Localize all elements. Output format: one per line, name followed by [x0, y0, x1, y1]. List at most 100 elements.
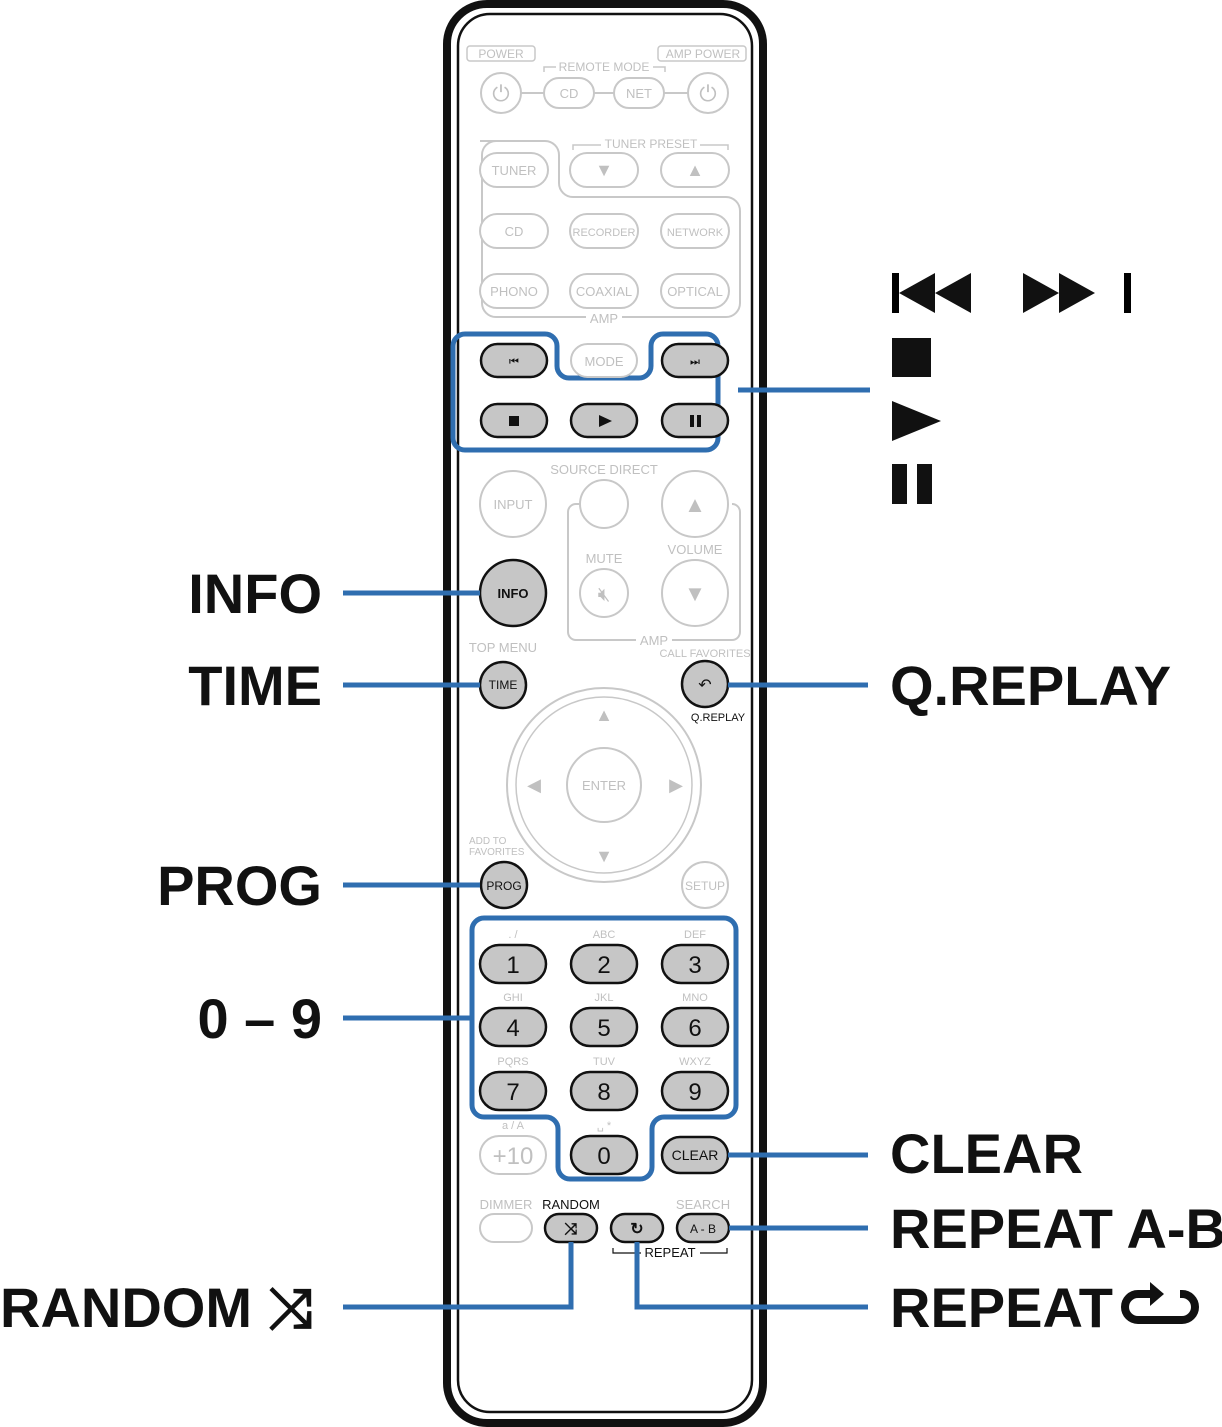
remote-inner-outline	[456, 12, 754, 1414]
volume-label: VOLUME	[668, 542, 723, 557]
q-replay-button[interactable]: ↶	[680, 659, 730, 709]
skip-back-icon: ⏮	[509, 356, 519, 368]
mute-button[interactable]: 🔇︎	[579, 568, 629, 618]
random-label: RANDOM	[542, 1197, 600, 1212]
svg-text:0: 0	[597, 1143, 610, 1170]
svg-text:+10: +10	[493, 1143, 534, 1170]
tuner-button[interactable]: TUNER	[479, 152, 549, 188]
svg-text:INFO: INFO	[497, 586, 528, 601]
svg-text:CLEAR: CLEAR	[672, 1147, 719, 1163]
source-direct-button[interactable]	[579, 479, 629, 529]
network-button[interactable]: NETWORK	[660, 213, 730, 249]
add-to-label: ADD TO	[469, 836, 507, 847]
volume-down-button[interactable]: ▼	[661, 559, 729, 627]
power-label: POWER	[478, 47, 524, 61]
key-4[interactable]: 4	[478, 1006, 548, 1048]
repeat-ab-button[interactable]: A - B	[675, 1212, 731, 1244]
random-button[interactable]: ⤨	[543, 1212, 599, 1244]
plus10-button[interactable]: +10	[479, 1135, 547, 1175]
callout-random: RANDOM	[0, 1276, 252, 1339]
amp-power-button[interactable]: ⏻	[687, 72, 729, 114]
tuner-preset-down-button[interactable]: ▼	[569, 152, 639, 188]
remote-mode-net-button[interactable]: NET	[613, 77, 665, 109]
time-button[interactable]: TIME	[478, 660, 528, 710]
stop-icon	[892, 338, 931, 377]
svg-text:TIME: TIME	[489, 678, 518, 692]
volume-up-button[interactable]: ▲	[661, 470, 729, 538]
key-0[interactable]: 0	[569, 1134, 639, 1176]
svg-text:7: 7	[506, 1079, 519, 1106]
recorder-button[interactable]: RECORDER	[569, 213, 639, 249]
prog-button[interactable]: PROG	[479, 860, 529, 910]
setup-button[interactable]: SETUP	[681, 861, 729, 909]
cd-button[interactable]: CD	[479, 213, 549, 249]
svg-text:CD: CD	[560, 86, 579, 101]
svg-text:NET: NET	[626, 86, 652, 101]
callout-info: INFO	[188, 562, 322, 625]
skip-back-icon	[892, 273, 971, 313]
svg-text:PROG: PROG	[486, 879, 521, 893]
digits-highlight	[469, 915, 739, 1182]
svg-text:1: 1	[506, 952, 519, 979]
key-3[interactable]: 3	[660, 943, 730, 985]
coaxial-button[interactable]: COAXIAL	[569, 273, 639, 309]
dimmer-button[interactable]	[479, 1213, 533, 1243]
key-1[interactable]: 1	[478, 943, 548, 985]
input-button[interactable]: INPUT	[479, 470, 547, 538]
top-menu-label: TOP MENU	[469, 640, 537, 655]
pause-icon	[690, 415, 701, 427]
pause-icon	[892, 464, 932, 504]
next-button[interactable]: ⏭	[660, 342, 730, 379]
down-arrow-button[interactable]: ▼	[595, 846, 613, 866]
svg-text:PHONO: PHONO	[490, 284, 538, 299]
key-2[interactable]: 2	[569, 943, 639, 985]
up-arrow-button[interactable]: ▲	[595, 705, 613, 725]
enter-button[interactable]: ENTER	[566, 747, 642, 823]
info-button[interactable]: INFO	[478, 558, 548, 628]
callout-lines	[343, 387, 870, 1310]
stop-icon	[509, 416, 519, 426]
right-arrow-button[interactable]: ▶	[669, 775, 683, 795]
key-7[interactable]: 7	[478, 1070, 548, 1112]
key-letters: . /	[508, 929, 518, 941]
phono-button[interactable]: PHONO	[479, 273, 549, 309]
callout-digits: 0 – 9	[197, 987, 322, 1050]
source-direct-label: SOURCE DIRECT	[550, 462, 658, 477]
remote-mode-cd-button[interactable]: CD	[543, 77, 595, 109]
mode-button[interactable]: MODE	[570, 343, 638, 378]
amp-label: AMP	[590, 311, 618, 326]
call-favorites-label: CALL FAVORITES	[659, 648, 750, 660]
key-5[interactable]: 5	[569, 1006, 639, 1048]
svg-text:A - B: A - B	[690, 1222, 716, 1236]
callout-repeat: REPEAT	[890, 1276, 1113, 1339]
key-8[interactable]: 8	[569, 1070, 639, 1112]
key-9[interactable]: 9	[660, 1070, 730, 1112]
clear-button[interactable]: CLEAR	[660, 1135, 730, 1175]
callout-repeat-ab: REPEAT A-B	[890, 1197, 1222, 1260]
tuner-preset-label: TUNER PRESET	[605, 137, 698, 151]
repeat-button[interactable]: ↻	[609, 1212, 665, 1244]
key-letters: TUV	[593, 1056, 616, 1068]
svg-text:2: 2	[597, 952, 610, 979]
repeat-label: REPEAT	[644, 1245, 695, 1260]
play-button[interactable]	[569, 402, 639, 439]
skip-forward-icon: ⏭	[690, 356, 700, 368]
key-6[interactable]: 6	[660, 1006, 730, 1048]
callout-time: TIME	[188, 654, 322, 717]
svg-text:6: 6	[688, 1015, 701, 1042]
repeat-icon	[1121, 1282, 1199, 1324]
pause-button[interactable]	[660, 402, 730, 439]
svg-text:▼: ▼	[595, 160, 613, 180]
power-button[interactable]: ⏻	[480, 72, 522, 114]
favorites-label: FAVORITES	[469, 847, 525, 858]
amp-volume-label: AMP	[640, 633, 668, 648]
play-icon	[892, 401, 941, 441]
tuner-preset-up-button[interactable]: ▲	[660, 152, 730, 188]
stop-button[interactable]	[479, 402, 549, 439]
optical-button[interactable]: OPTICAL	[660, 273, 730, 309]
power-icon: ⏻	[492, 81, 509, 106]
left-arrow-button[interactable]: ◀	[527, 775, 541, 795]
power-icon: ⏻	[699, 81, 716, 106]
previous-button[interactable]: ⏮	[479, 342, 549, 379]
callout-qreplay: Q.REPLAY	[890, 654, 1171, 717]
